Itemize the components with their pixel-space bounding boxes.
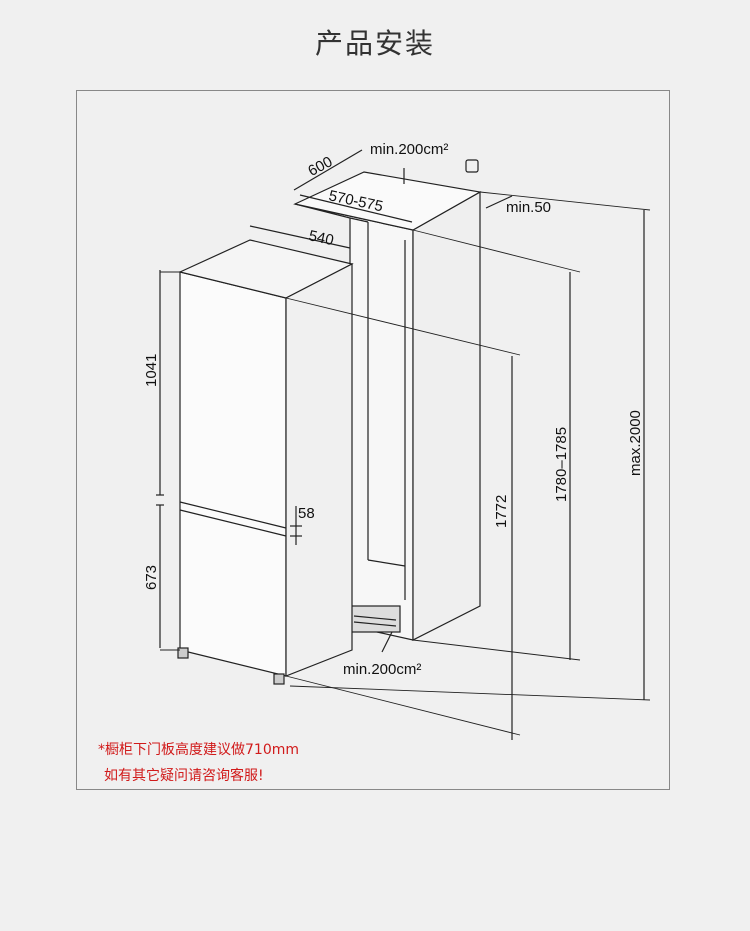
diagram-frame [76,90,670,790]
fridge [177,239,354,685]
label-1780-1785: 1780–1785 [553,427,570,502]
note-line-1: *橱柜下门板高度建议做710mm [98,742,299,758]
label-600: 600 [305,153,335,180]
vent-grille [349,605,401,633]
label-max2000: max.2000 [627,410,644,476]
label-vent-top: min.200cm² [370,141,448,158]
label-1041: 1041 [143,354,160,387]
label-540: 540 [307,227,335,249]
label-1772: 1772 [493,495,510,528]
cabinet-niche [293,171,482,641]
label-673: 673 [143,565,160,590]
page-title: 产品安装 [314,27,435,60]
note-line-2: 如有其它疑问请咨询客服! [104,768,264,784]
label-min50: min.50 [506,199,551,216]
dimension-lines [156,149,645,740]
label-58: 58 [298,505,315,522]
label-vent-bottom: min.200cm² [343,661,421,678]
